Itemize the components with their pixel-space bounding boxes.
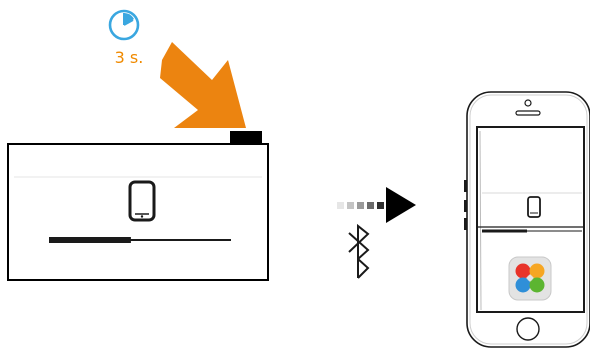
stopwatch-icon [110,11,138,39]
timer-label: 3 s. [104,48,154,68]
phone-home-button [517,318,539,340]
app-icon [509,257,551,300]
bluetooth-icon [349,226,368,278]
dotted-arrow-right-icon [337,187,416,223]
power-button [230,131,262,144]
arrow-down-right-icon [160,42,246,128]
